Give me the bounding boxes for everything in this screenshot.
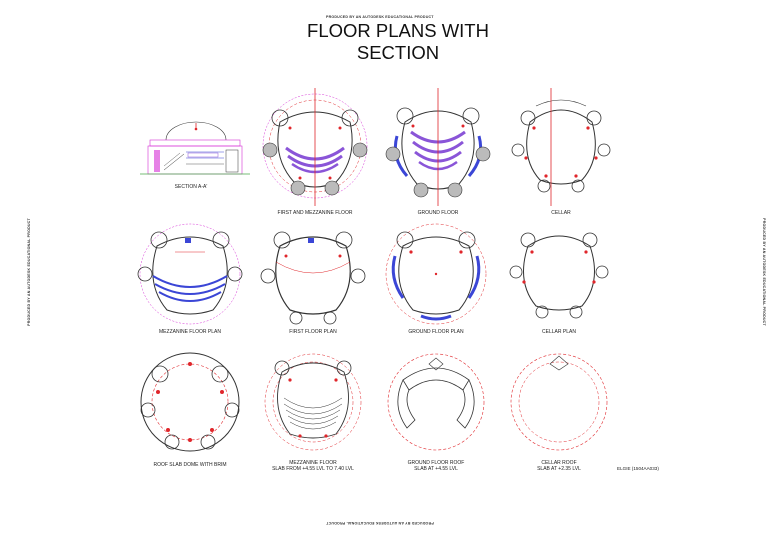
cellar-plan [509, 232, 609, 319]
caption-mezz-slab-line-1: MEZZANINE FLOOR [289, 460, 337, 466]
caption-cellar-roof-line-2: SLAB AT +2.35 LVL [537, 466, 581, 473]
first-floor-plan [260, 231, 366, 325]
mezzanine-floor-plan [137, 223, 243, 325]
caption-ground-roof-line-1: GROUND FLOOR ROOF [407, 460, 465, 466]
caption-roof-dome: ROOF SLAB DOME WITH BRIM [153, 462, 227, 468]
roof-slab-dome-plan [140, 352, 240, 452]
watermark-bottom: PRODUCED BY AN AUTODESK EDUCATIONAL PROD… [326, 521, 434, 525]
caption-ground-roof: GROUND FLOOR ROOF SLAB AT +4.55 LVL [376, 460, 496, 472]
caption-cellar-roof-line-1: CELLAR ROOF [541, 460, 577, 466]
caption-cellar: CELLAR [551, 210, 571, 216]
watermark-right: PRODUCED BY AN AUTODESK EDUCATIONAL PROD… [761, 218, 766, 326]
caption-first-mezz: FIRST AND MEZZANINE FLOOR [277, 210, 353, 216]
page-title-line-2: SECTION [356, 42, 440, 63]
caption-cellar-roof: CELLAR ROOF SLAB AT +2.35 LVL [499, 460, 619, 472]
cellar-plan-section [511, 88, 611, 206]
caption-mezz-slab-line-2: SLAB FROM +4.55 LVL TO 7.40 LVL [272, 466, 354, 473]
first-and-mezzanine-floor-plan [262, 88, 368, 206]
caption-ground-roof-line-2: SLAB AT +4.55 LVL [414, 466, 458, 473]
ground-floor-roof-plan [387, 353, 485, 451]
page-title-line-1: FLOOR PLANS WITH [307, 20, 489, 41]
caption-ground-plan: GROUND FLOOR PLAN [408, 329, 464, 335]
mezzanine-floor-slab-plan [264, 353, 362, 451]
ground-floor-plan [385, 88, 491, 206]
caption-first-plan: FIRST FLOOR PLAN [289, 329, 337, 335]
watermark-left: PRODUCED BY AN AUTODESK EDUCATIONAL PROD… [26, 218, 31, 326]
ground-floor-plan-2 [385, 223, 487, 325]
watermark-top: PRODUCED BY AN AUTODESK EDUCATIONAL PROD… [326, 15, 434, 19]
caption-mezz-slab: MEZZANINE FLOOR SLAB FROM +4.55 LVL TO 7… [253, 460, 373, 472]
caption-mezz-plan: MEZZANINE FLOOR PLAN [159, 329, 221, 335]
cellar-roof-plan [510, 353, 608, 451]
author-signature: ELGIE (1504AA033) [617, 466, 659, 471]
caption-cellar-plan: CELLAR PLAN [542, 329, 576, 335]
caption-section: SECTION A-A' [174, 184, 208, 190]
caption-ground: GROUND FLOOR [417, 210, 459, 216]
section-drawing [140, 121, 250, 175]
page-title: FLOOR PLANS WITH SECTION [268, 20, 528, 64]
